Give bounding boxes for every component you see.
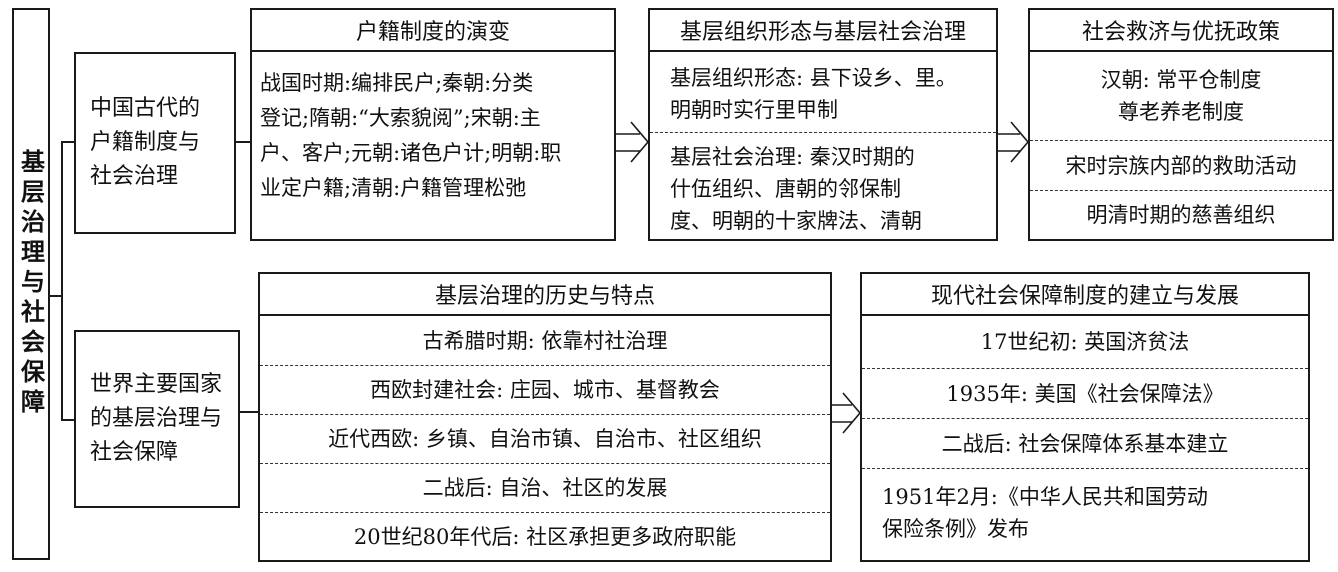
branch-china: 中国古代的 户籍制度与 社会治理 xyxy=(74,52,236,234)
list-item: 明清时期的慈善组织 xyxy=(1030,190,1332,239)
list-item: 基层社会治理: 秦汉时期的 什伍组织、唐朝的邻保制 度、明朝的十家牌法、清朝 xyxy=(650,132,996,239)
list-item: 西欧封建社会: 庄园、城市、基督教会 xyxy=(260,365,830,414)
social-security-box: 现代社会保障制度的建立与发展 17世纪初: 英国济贫法 1935年: 美国《社会… xyxy=(860,272,1310,562)
list-item: 基层组织形态: 县下设乡、里。 明朝时实行里甲制 xyxy=(670,66,957,122)
arrow-right-icon xyxy=(616,121,650,163)
list-item: 二战后: 社会保障体系基本建立 xyxy=(862,418,1308,468)
list-item: 古希腊时期: 依靠村社治理 xyxy=(422,328,668,353)
arrow-right-icon xyxy=(998,121,1030,163)
list-item: 1935年: 美国《社会保障法》 xyxy=(862,368,1308,418)
huji-box: 户籍制度的演变 战国时期:编排民户;秦朝:分类 登记;隋朝:“大索貌阅”;宋朝:… xyxy=(250,8,616,241)
list-item: 1951年2月:《中华人民共和国劳动 保险条例》发布 xyxy=(862,468,1308,560)
jiuji-box: 社会救济与优抚政策 汉朝: 常平仓制度 尊老养老制度 宋时宗族内部的救助活动 明… xyxy=(1028,8,1334,241)
list-item: 二战后: 自治、社区的发展 xyxy=(260,463,830,512)
world-gov-title: 基层治理的历史与特点 xyxy=(260,274,830,316)
jiceng-china-title: 基层组织形态与基层社会治理 xyxy=(650,10,996,52)
root-title: 基层治理与社会保障 xyxy=(12,8,50,560)
list-item: 近代西欧: 乡镇、自治市镇、自治市、社区组织 xyxy=(260,414,830,463)
list-item: 17世纪初: 英国济贫法 xyxy=(980,330,1190,354)
huji-title: 户籍制度的演变 xyxy=(252,10,614,52)
list-item: 宋时宗族内部的救助活动 xyxy=(1030,140,1332,190)
jiuji-title: 社会救济与优抚政策 xyxy=(1030,10,1332,52)
huji-body: 战国时期:编排民户;秦朝:分类 登记;隋朝:“大索貌阅”;宋朝:主 户、客户;元… xyxy=(260,71,562,200)
list-item: 汉朝: 常平仓制度 尊老养老制度 xyxy=(1100,68,1262,124)
world-gov-box: 基层治理的历史与特点 古希腊时期: 依靠村社治理 西欧封建社会: 庄园、城市、基… xyxy=(258,272,832,562)
arrow-right-icon xyxy=(832,392,862,434)
branch-world: 世界主要国家 的基层治理与 社会保障 xyxy=(74,330,240,508)
list-item: 20世纪80年代后: 社区承担更多政府职能 xyxy=(260,512,830,560)
jiceng-china-box: 基层组织形态与基层社会治理 基层组织形态: 县下设乡、里。 明朝时实行里甲制 基… xyxy=(648,8,998,241)
social-security-title: 现代社会保障制度的建立与发展 xyxy=(862,274,1308,316)
